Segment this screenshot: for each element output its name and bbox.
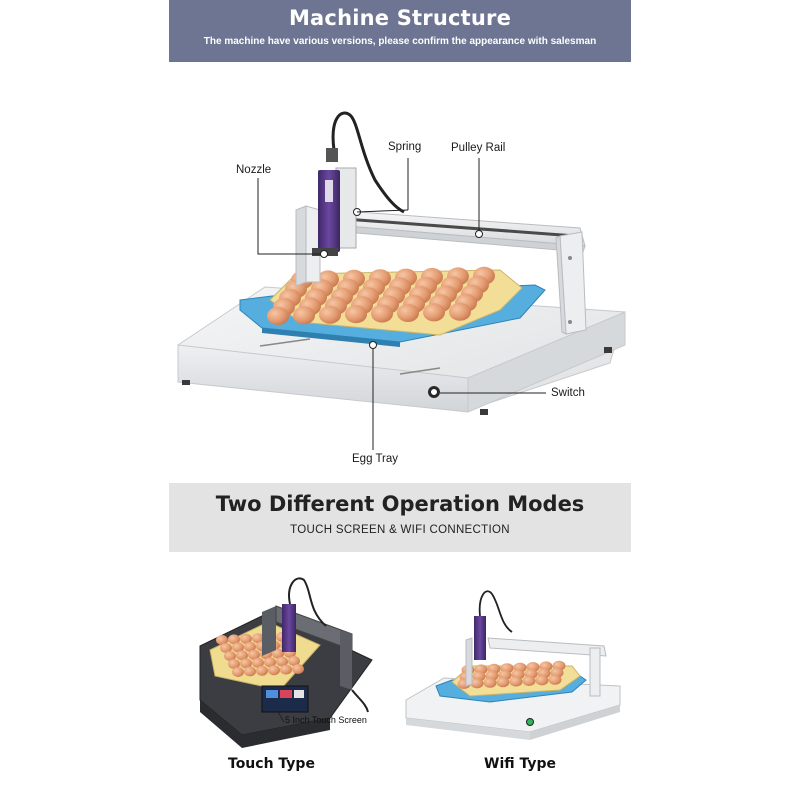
egg — [244, 666, 256, 677]
wifi-type-illustration — [405, 590, 621, 740]
egg — [371, 304, 393, 323]
eggs-group — [267, 266, 495, 325]
egg — [267, 307, 289, 325]
egg — [319, 305, 341, 324]
egg — [509, 676, 523, 687]
egg — [280, 664, 292, 675]
egg — [470, 678, 484, 689]
egg — [276, 656, 288, 667]
egg — [248, 649, 260, 660]
egg — [293, 306, 315, 325]
egg — [240, 633, 252, 644]
callout-spring: Spring — [388, 141, 422, 153]
egg — [288, 656, 300, 666]
callout-lines — [257, 158, 546, 450]
modes-title: Two Different Operation Modes — [215, 492, 585, 516]
egg — [535, 675, 549, 686]
touch-type-label: Touch Type — [228, 756, 315, 772]
egg — [224, 651, 236, 661]
gantry-frame — [295, 205, 587, 335]
egg — [240, 658, 252, 669]
egg — [449, 302, 471, 321]
egg — [232, 642, 244, 653]
structure-subtitle: The machine have various versions, pleas… — [203, 36, 597, 47]
egg — [548, 674, 562, 685]
egg — [397, 304, 419, 322]
egg — [522, 676, 536, 686]
modes-subtitle: TOUCH SCREEN & WIFI CONNECTION — [290, 524, 510, 536]
egg — [228, 659, 240, 669]
egg — [216, 635, 228, 645]
touch-type-illustration — [169, 564, 391, 748]
egg — [483, 677, 497, 688]
egg — [423, 303, 445, 322]
egg — [228, 634, 240, 645]
callout-pulley-rail: Pulley Rail — [451, 142, 506, 154]
callout-nozzle: Nozzle — [236, 164, 272, 176]
egg — [268, 665, 280, 676]
egg — [244, 641, 256, 652]
egg — [264, 657, 276, 668]
egg — [256, 665, 268, 676]
egg — [252, 633, 264, 644]
callout-egg-tray: Egg Tray — [352, 453, 399, 465]
structure-title: Machine Structure — [288, 6, 512, 30]
modes-banner: Two Different Operation Modes TOUCH SCRE… — [169, 483, 631, 552]
egg — [232, 667, 244, 677]
egg — [496, 677, 510, 688]
egg — [272, 648, 284, 659]
egg — [236, 650, 248, 661]
egg — [252, 657, 264, 668]
egg — [220, 643, 232, 653]
touch-screen-note: 5 Inch Touch Screen — [285, 715, 367, 725]
structure-header-banner: Machine Structure The machine have vario… — [169, 0, 631, 62]
wifi-type-label: Wifi Type — [484, 756, 557, 772]
callout-switch: Switch — [551, 387, 585, 399]
egg — [345, 305, 367, 324]
egg — [292, 664, 304, 674]
